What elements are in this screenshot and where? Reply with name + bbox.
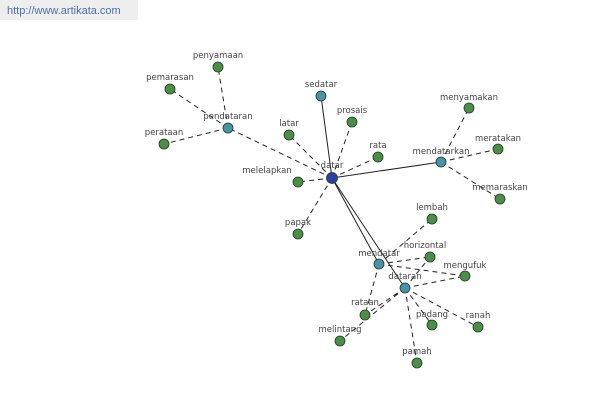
- node-penyamaan[interactable]: [212, 61, 224, 73]
- edge-dataran-melintang: [339, 287, 406, 342]
- node-papak[interactable]: [292, 228, 304, 240]
- node-latar[interactable]: [283, 129, 295, 141]
- node-meratakan[interactable]: [492, 143, 504, 155]
- edge-dataran-horizontal: [404, 256, 431, 289]
- edge-dataran-ranah: [404, 287, 479, 328]
- node-label-padang[interactable]: padang: [416, 310, 448, 320]
- edge-dataran-rataan: [364, 287, 406, 316]
- edge-datar-mendatar: [331, 177, 380, 265]
- node-label-pamah[interactable]: pamah: [402, 347, 431, 357]
- edge-pendataran-penyamaan: [217, 66, 229, 129]
- node-label-prosais[interactable]: prosais: [337, 106, 368, 116]
- node-memaraskan[interactable]: [494, 193, 506, 205]
- site-url[interactable]: http://www.artikata.com: [0, 0, 138, 20]
- node-label-rata[interactable]: rata: [369, 141, 386, 151]
- node-label-dataran[interactable]: dataran: [388, 272, 421, 282]
- node-mendatarkan[interactable]: [435, 156, 447, 168]
- edge-datar-latar: [288, 134, 333, 179]
- edge-datar-melelapkan: [297, 177, 333, 183]
- node-label-papak[interactable]: papak: [285, 218, 311, 228]
- edge-mendatarkan-meratakan: [440, 148, 499, 163]
- node-menyamakan[interactable]: [463, 102, 475, 114]
- node-rataan[interactable]: [359, 309, 371, 321]
- node-label-mendatarkan[interactable]: mendatarkan: [413, 147, 470, 157]
- node-label-horizontal[interactable]: horizontal: [404, 241, 446, 251]
- edge-datar-sedatar: [320, 95, 333, 179]
- edges-layer: [163, 66, 501, 364]
- node-padang[interactable]: [426, 319, 438, 331]
- edge-mendatarkan-menyamakan: [440, 107, 470, 163]
- node-label-latar[interactable]: latar: [279, 119, 299, 129]
- node-mendatar[interactable]: [373, 258, 385, 270]
- node-label-mengufuk[interactable]: mengufuk: [444, 261, 487, 271]
- edge-datar-papak: [297, 177, 333, 235]
- node-lembah[interactable]: [426, 213, 438, 225]
- node-mengufuk[interactable]: [459, 270, 471, 282]
- edge-mendatar-mengufuk: [378, 263, 466, 277]
- node-dataran[interactable]: [399, 282, 411, 294]
- edge-dataran-padang: [404, 287, 433, 326]
- node-label-melelapkan[interactable]: melelapkan: [242, 166, 291, 176]
- node-horizontal[interactable]: [424, 251, 436, 263]
- node-melintang[interactable]: [334, 335, 346, 347]
- node-label-pemarasan[interactable]: pemarasan: [146, 73, 194, 83]
- node-label-menyamakan[interactable]: menyamakan: [440, 93, 498, 103]
- node-label-memaraskan[interactable]: memaraskan: [472, 183, 528, 193]
- edge-datar-mendatarkan: [331, 161, 442, 179]
- node-label-datar[interactable]: datar: [321, 161, 344, 171]
- node-label-rataan[interactable]: rataan: [351, 298, 379, 308]
- edge-dataran-mengufuk: [404, 275, 466, 289]
- node-label-pendataran[interactable]: pendataran: [203, 112, 252, 122]
- node-label-melintang[interactable]: melintang: [319, 325, 362, 335]
- node-sedatar[interactable]: [315, 90, 327, 102]
- node-pendataran[interactable]: [222, 122, 234, 134]
- edge-dataran-pamah: [404, 287, 418, 364]
- edge-pendataran-pemarasan: [169, 88, 229, 129]
- edge-datar-pendataran: [227, 127, 333, 179]
- node-label-perataan[interactable]: perataan: [145, 128, 183, 138]
- nodes-layer: [158, 61, 506, 369]
- node-rata[interactable]: [372, 151, 384, 163]
- edge-datar-dataran: [331, 177, 406, 289]
- node-prosais[interactable]: [346, 116, 358, 128]
- node-label-sedatar[interactable]: sedatar: [305, 80, 338, 90]
- node-label-lembah[interactable]: lembah: [416, 203, 448, 213]
- node-melelapkan[interactable]: [292, 176, 304, 188]
- node-label-mendatar[interactable]: mendatar: [358, 249, 400, 259]
- node-label-ranah[interactable]: ranah: [466, 311, 491, 321]
- labels-layer: datar pendataran sedatar mendatarkan mendata…: [145, 51, 528, 357]
- edge-mendatar-lembah: [378, 218, 433, 265]
- node-pamah[interactable]: [411, 357, 423, 369]
- node-datar[interactable]: [326, 172, 338, 184]
- node-label-meratakan[interactable]: meratakan: [475, 134, 521, 144]
- node-label-penyamaan[interactable]: penyamaan: [193, 51, 243, 61]
- edge-pendataran-perataan: [163, 127, 229, 145]
- node-ranah[interactable]: [472, 321, 484, 333]
- node-pemarasan[interactable]: [164, 83, 176, 95]
- edge-mendatarkan-memaraskan: [440, 161, 501, 200]
- edge-datar-prosais: [331, 121, 353, 179]
- node-perataan[interactable]: [158, 138, 170, 150]
